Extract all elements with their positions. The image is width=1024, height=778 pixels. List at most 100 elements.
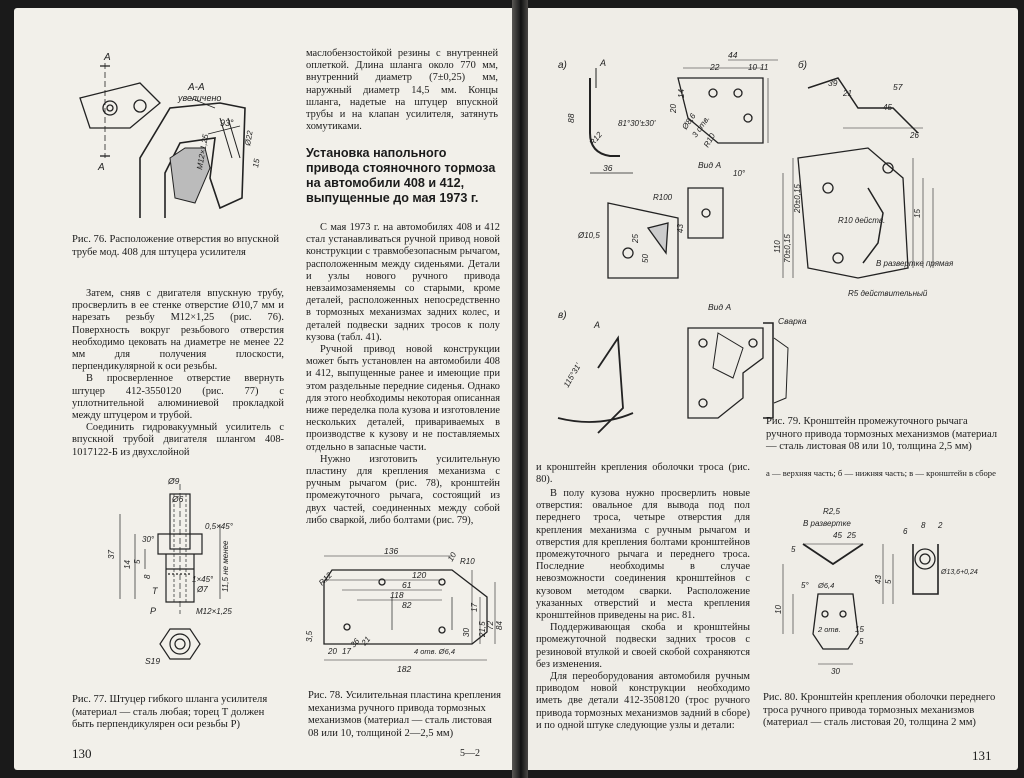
- label-d64: Ø6,4: [817, 581, 834, 590]
- left-page: А А А-А увеличено 93° М12×1,25 Ø22 15 Ри…: [14, 8, 512, 770]
- left-column-text: Затем, сняв с двигателя впускную трубу, …: [72, 288, 284, 459]
- label-d72: 72: [486, 621, 495, 630]
- label-h5: 5: [133, 559, 142, 564]
- label-enlarged: увеличено: [177, 93, 221, 103]
- label-d10: 10: [446, 550, 459, 563]
- label-d215: 21,5: [478, 621, 487, 638]
- label-d39: 39: [828, 78, 838, 88]
- paragraph: Соединить гидровакуумный усилитель с впу…: [72, 422, 284, 458]
- label-d182: 182: [397, 664, 411, 674]
- paragraph: Поддерживающая скоба и кронштейны промеж…: [536, 622, 750, 670]
- paragraph: Для переоборудования автомобиля ручным п…: [536, 671, 750, 731]
- right-column-top-text: маслобензостойкой резины с внутренней оп…: [306, 48, 498, 133]
- label-holes: 4 отв. Ø6,4: [414, 647, 455, 656]
- label-d9: Ø9: [167, 476, 180, 486]
- label-angle2: 115°31': [562, 361, 583, 389]
- label-d22: 22: [709, 62, 720, 72]
- label-d20: 20: [669, 104, 678, 114]
- label-d20: 20: [327, 647, 337, 656]
- label-d30: 30: [462, 628, 471, 637]
- label-d30: 30: [831, 667, 840, 676]
- label-d11: 11: [760, 63, 768, 72]
- label-d5c: 5: [859, 637, 864, 646]
- label-d13: Ø13,6+0,24: [940, 569, 978, 576]
- label-straight: В развертке прямая: [876, 259, 954, 268]
- label-r12: R12: [317, 570, 334, 587]
- label-a-top: А: [103, 52, 111, 63]
- label-d25: 25: [631, 234, 640, 244]
- label-dim: 15: [251, 157, 262, 168]
- label-d36: 36: [603, 163, 613, 173]
- label-p: Р: [150, 606, 156, 616]
- label-chamfer2: 1×45°: [192, 575, 214, 584]
- label-arrow2: А: [593, 320, 600, 330]
- label-h37: 37: [107, 550, 116, 559]
- label-h35: 3,5: [305, 630, 314, 642]
- label-angle: 81°30'±30': [618, 119, 656, 128]
- label-d15: 15: [855, 625, 864, 634]
- figure-78-drawing: 136 120 61 118 82 10 R12 R10 3,5 20 17 3…: [305, 546, 504, 674]
- book-spine: [512, 0, 528, 778]
- label-h8: 8: [143, 574, 152, 579]
- paragraph: Нужно изготовить усилительную пластину д…: [306, 453, 500, 526]
- label-d20b: 20±0,15: [793, 184, 802, 214]
- label-d5: 5: [791, 545, 796, 554]
- figure-76: А А А-А увеличено 93° М12×1,25 Ø22 15: [70, 48, 270, 218]
- label-d45: 45: [883, 103, 892, 112]
- label-r100: R100: [653, 193, 673, 202]
- label-deg: 5°: [801, 581, 809, 590]
- label-d88: 88: [566, 113, 576, 123]
- paragraph: В просверленное отверстие ввернуть штуце…: [72, 373, 284, 422]
- right-page: а) б) в) А А 44 22 10 11 88 20 14 R12 81…: [528, 8, 1018, 770]
- label-s19: S19: [145, 656, 160, 666]
- label-d25: 25: [846, 531, 856, 540]
- label-a: а): [558, 60, 567, 71]
- label-h14: 14: [123, 560, 132, 569]
- label-d57: 57: [893, 82, 903, 92]
- label-r25: R2,5: [823, 507, 840, 516]
- figure-77-caption: Рис. 77. Штуцер гибкого шланга усилителя…: [72, 694, 268, 731]
- label-d26: 26: [909, 131, 919, 140]
- figure-80-caption: Рис. 80. Кронштейн крепления оболочки пе…: [763, 692, 996, 729]
- label-b: б): [798, 59, 807, 71]
- paragraph: С мая 1973 г. на автомобилях 408 и 412 с…: [306, 222, 500, 343]
- figure-79-legend: а — верхняя часть; б — нижняя часть; в —…: [766, 468, 996, 478]
- figure-77-drawing: Ø9 Ø6 0,5×45° 11,5 не менее 30° Ø7 1×45°…: [107, 476, 234, 666]
- label-d8: 8: [921, 521, 926, 530]
- figure-78: 136 120 61 118 82 10 R12 R10 3,5 20 17 3…: [302, 542, 507, 682]
- label-d82: 82: [402, 600, 412, 610]
- label-d5b: 5: [884, 579, 893, 584]
- right-text: В полу кузова нужно просверлить новые от…: [536, 488, 750, 732]
- label-vida2: Вид А: [708, 302, 731, 312]
- label-otv: 2 отв.: [817, 625, 841, 634]
- label-r10: R10: [460, 557, 475, 566]
- label-dia: Ø22: [243, 129, 255, 147]
- paragraph: Затем, сняв с двигателя впускную трубу, …: [72, 288, 284, 373]
- label-d21: 21: [359, 635, 372, 648]
- label-t: Т: [152, 586, 159, 596]
- label-arrow: А: [599, 58, 606, 68]
- label-d43: 43: [874, 575, 883, 584]
- label-d84: 84: [495, 621, 504, 630]
- right-column-text: С мая 1973 г. на автомобилях 408 и 412 с…: [306, 222, 500, 527]
- label-d45: 45: [833, 531, 842, 540]
- label-d10: 10: [774, 605, 783, 614]
- figure-79-drawing: а) б) в) А А 44 22 10 11 88 20 14 R12 81…: [557, 50, 954, 434]
- label-d120: 120: [412, 570, 426, 580]
- label-d50: 50: [641, 254, 650, 263]
- label-d15: 15: [913, 209, 922, 218]
- figure-80: R2,5 В развертке 45 25 6 8 2 5 Ø13,6+0,2…: [763, 504, 993, 684]
- label-a-bottom: А: [97, 162, 105, 173]
- label-chamfer: 0,5×45°: [205, 522, 234, 531]
- label-d6: 6: [903, 527, 908, 536]
- label-d61: 61: [402, 580, 412, 590]
- label-d2: 2: [937, 521, 943, 530]
- figure-77: Ø9 Ø6 0,5×45° 11,5 не менее 30° Ø7 1×45°…: [80, 474, 280, 684]
- section-heading: Установка напольного привода стояночного…: [306, 146, 496, 205]
- label-d6: Ø6: [171, 494, 184, 504]
- page-number-right: 131: [972, 748, 992, 763]
- label-thread77: М12×1,25: [196, 607, 232, 616]
- label-d110: 110: [773, 240, 782, 253]
- label-d21: 21: [842, 89, 852, 98]
- label-deg30: 30°: [142, 535, 155, 544]
